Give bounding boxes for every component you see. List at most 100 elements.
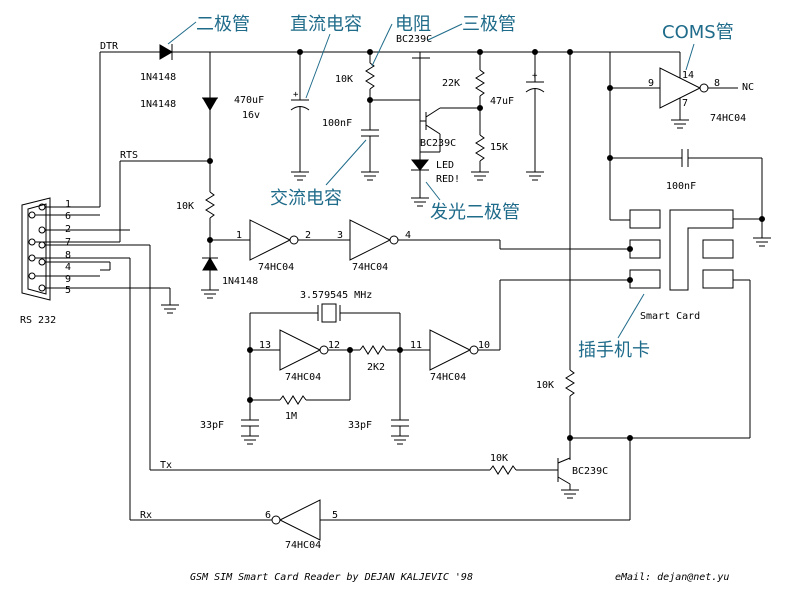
c-33pf-left-label: 33pF xyxy=(200,420,224,431)
svg-text:+: + xyxy=(532,71,538,81)
svg-text:+: + xyxy=(293,90,299,100)
db9-pin-9: 9 xyxy=(65,274,71,285)
ground-symbol xyxy=(391,435,409,445)
c-470uf-label: 470uF xyxy=(234,95,264,106)
ground-symbol xyxy=(471,171,489,181)
card-contact-3 xyxy=(629,269,661,289)
annotation-transistor: 三极管 xyxy=(462,14,516,35)
footer-email: eMail: dejan@net.yu xyxy=(615,572,729,583)
q-top-label: BC239C xyxy=(396,34,432,45)
resistor-1m xyxy=(279,395,307,405)
inverter-u5 xyxy=(271,499,321,541)
ground-symbol xyxy=(241,435,259,445)
led-red xyxy=(410,152,430,198)
inverter-u1 xyxy=(249,219,299,261)
annotation-dc-capacitor: 直流电容 xyxy=(290,14,362,35)
nc-label: NC xyxy=(742,82,754,93)
rs232-label: RS 232 xyxy=(20,315,56,326)
ground-symbol xyxy=(161,288,179,314)
db9-pin-6: 6 xyxy=(65,211,71,222)
u6-label: 74HC04 xyxy=(710,113,746,124)
u1-pin-in: 1 xyxy=(236,230,242,241)
r-10k-rts-label: 10K xyxy=(176,201,194,212)
transistor-tx xyxy=(555,457,571,490)
db9-pin-8: 8 xyxy=(65,250,71,261)
d2-label: 1N4148 xyxy=(140,99,176,110)
resistor-22k xyxy=(475,69,485,97)
u4-label: 74HC04 xyxy=(430,372,466,383)
c-33pf-right-label: 33pF xyxy=(348,420,372,431)
r-22k-label: 22K xyxy=(442,78,460,89)
crystal-oscillator xyxy=(317,303,341,323)
inverter-u3 xyxy=(279,329,329,371)
ground-symbol xyxy=(561,489,579,499)
tx-label: Tx xyxy=(160,460,172,471)
transistor-top xyxy=(412,52,430,100)
db9-pin-7: 7 xyxy=(65,237,71,248)
annotation-ac-capacitor: 交流电容 xyxy=(270,188,342,209)
dtr-label: DTR xyxy=(100,41,119,52)
diode-d2 xyxy=(202,97,218,111)
footer-credit: GSM SIM Smart Card Reader by DEJAN KALJE… xyxy=(190,572,473,583)
crystal-label: 3.579545 MHz xyxy=(300,290,372,301)
smart-card-label: Smart Card xyxy=(640,311,700,322)
resistor-10k-right xyxy=(565,369,575,397)
u3-label: 74HC04 xyxy=(285,372,321,383)
card-contact-6 xyxy=(702,239,734,259)
annotation-diode: 二极管 xyxy=(196,14,250,35)
diode-d1 xyxy=(159,44,173,60)
q-led-label: BC239C xyxy=(420,138,456,149)
card-contact-ground xyxy=(669,209,734,291)
led-label-1: LED xyxy=(436,160,454,171)
r-10k-top-label: 10K xyxy=(335,74,353,85)
u5-pin-out: 6 xyxy=(265,510,271,521)
resistor-2k2 xyxy=(359,345,387,355)
ground-symbol xyxy=(411,197,429,207)
rx-label: Rx xyxy=(140,510,152,521)
u1-pin-out: 2 xyxy=(305,230,311,241)
r-10k-tx-label: 10K xyxy=(490,453,508,464)
inverter-u2 xyxy=(349,219,399,261)
annotation-cmos: COMS管 xyxy=(662,22,734,43)
card-contact-7 xyxy=(702,269,734,289)
annotation-led: 发光二极管 xyxy=(430,202,520,223)
ground-symbol xyxy=(201,289,219,299)
u5-pin-in: 5 xyxy=(332,510,338,521)
u6-pin-in: 9 xyxy=(648,78,654,89)
u3-pin-out: 12 xyxy=(328,340,340,351)
diode-d3 xyxy=(202,257,218,271)
u6-pin-vcc: 14 xyxy=(682,70,694,81)
card-contact-1 xyxy=(629,209,661,229)
ground-symbol xyxy=(526,171,544,181)
db9-pin-4: 4 xyxy=(65,262,71,273)
inverter-u6 xyxy=(659,52,738,120)
inverter-u4 xyxy=(429,329,479,371)
ground-symbol xyxy=(671,119,689,129)
annotation-resistor: 电阻 xyxy=(395,14,431,35)
rs232-connector: 1 6 2 7 3 8 4 9 5 RS 232 xyxy=(20,197,170,326)
r-15k-label: 15K xyxy=(490,142,508,153)
q-tx-label: BC239C xyxy=(572,466,608,477)
c-100nf-right-label: 100nF xyxy=(666,181,696,192)
r-1m-label: 1M xyxy=(285,411,297,422)
r-2k2-label: 2K2 xyxy=(367,362,385,373)
u2-label: 74HC04 xyxy=(352,262,388,273)
u2-pin-out: 4 xyxy=(405,230,411,241)
u6-pin-gnd: 7 xyxy=(682,98,688,109)
r-10k-right-label: 10K xyxy=(536,380,554,391)
resistor-10k-tx xyxy=(489,465,517,475)
resistor-15k xyxy=(475,134,485,162)
ground-symbol xyxy=(361,171,379,181)
u2-pin-in: 3 xyxy=(337,230,343,241)
c-470uf-voltage: 16v xyxy=(242,110,260,121)
transistor-led xyxy=(420,107,441,135)
c-47uf-label: 47uF xyxy=(490,96,514,107)
card-contact-2 xyxy=(629,239,661,259)
u3-pin-in: 13 xyxy=(259,340,271,351)
led-label-2: RED! xyxy=(436,174,460,185)
u5-label: 74HC04 xyxy=(285,540,321,551)
u1-label: 74HC04 xyxy=(258,262,294,273)
u6-pin-out: 8 xyxy=(714,78,720,89)
resistor-10k-rts xyxy=(205,191,215,219)
